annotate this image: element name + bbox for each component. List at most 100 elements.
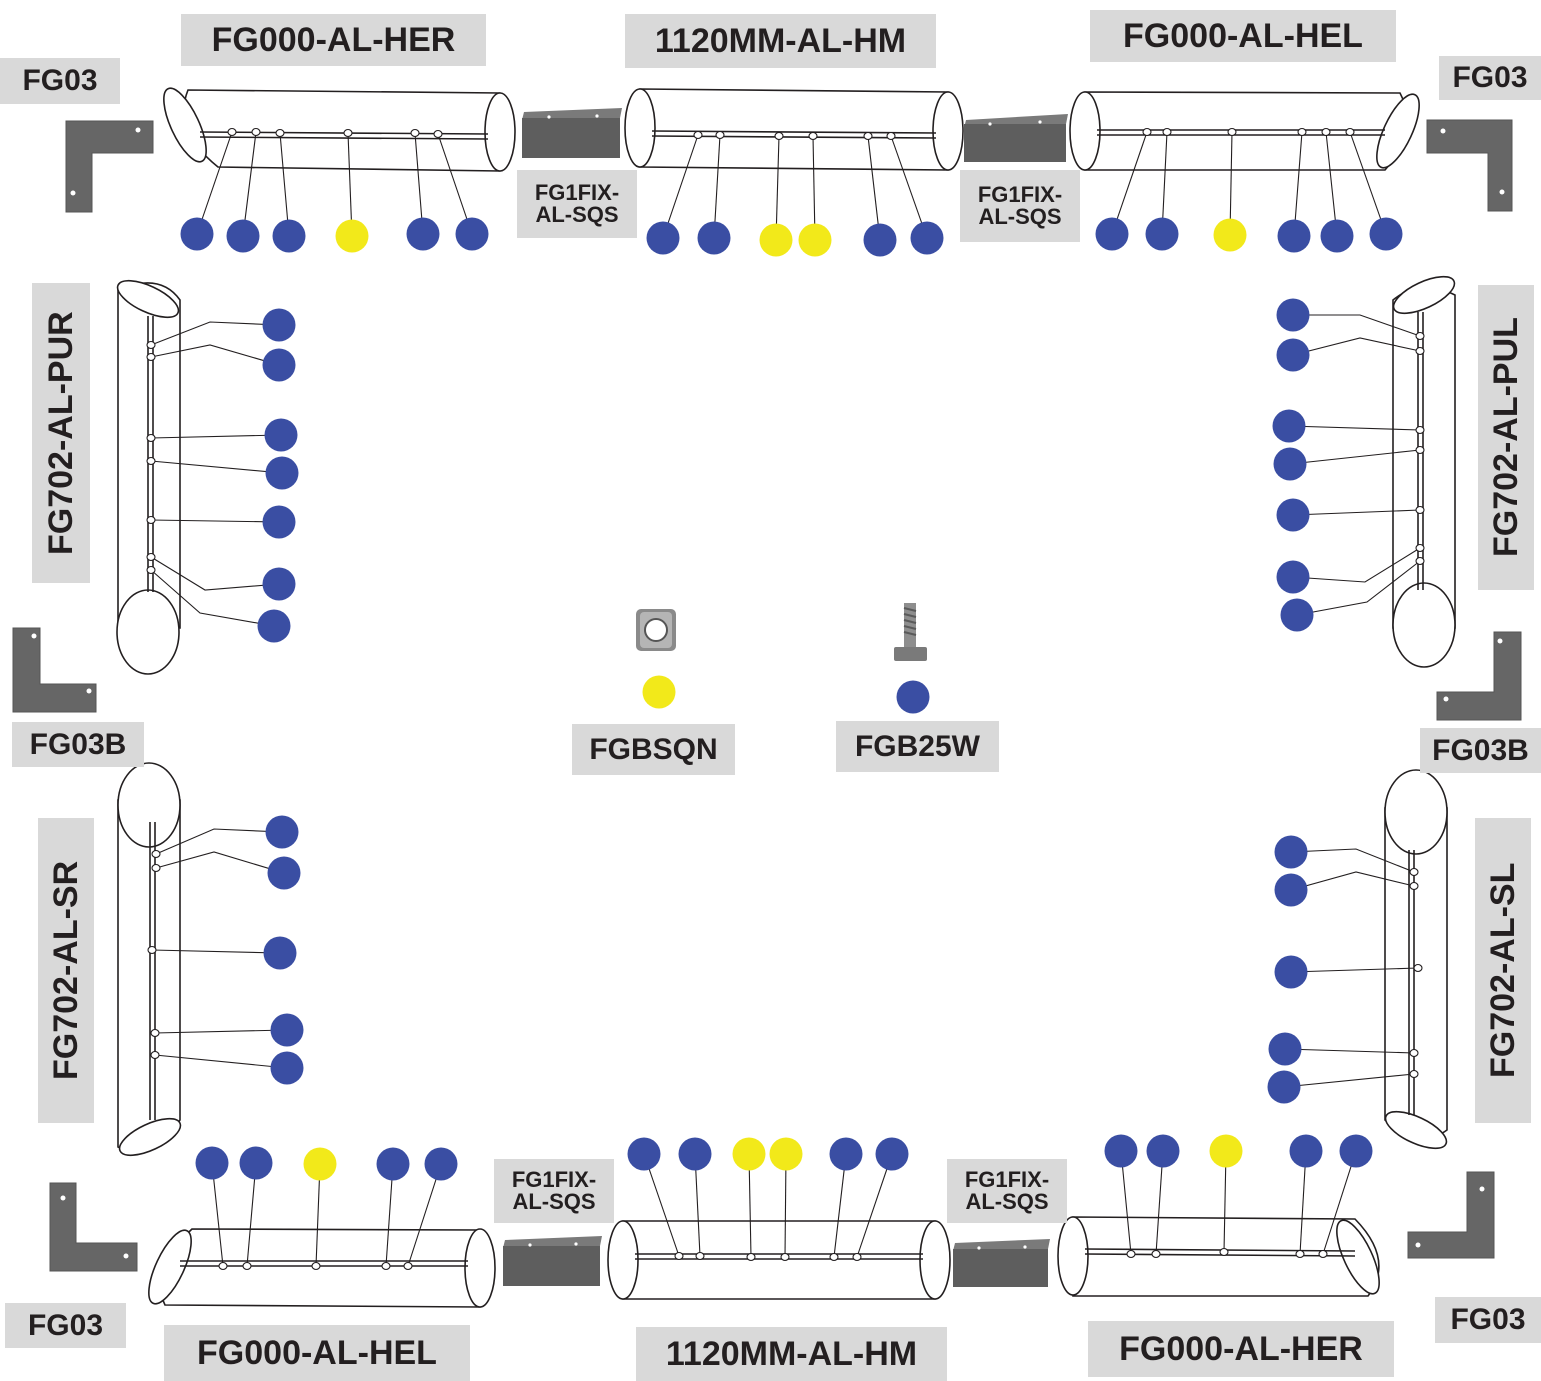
leader-line [150, 321, 280, 346]
label-top-left-rail: FG000-AL-HER [181, 14, 486, 66]
bolt-marker [910, 221, 944, 255]
bottom-joiner-right [953, 1239, 1050, 1287]
bolt-hole [1415, 425, 1425, 435]
bolt-marker [1274, 835, 1308, 869]
leader-line [150, 434, 282, 439]
corner-bracket-tl [65, 120, 154, 213]
bolt-hole [715, 130, 725, 140]
fixing-callouts [146, 127, 1425, 1271]
leader-line [155, 828, 283, 855]
bolt-hole [1151, 1249, 1161, 1259]
bolt-marker [270, 1013, 304, 1047]
leader-line [437, 133, 473, 235]
bolt-marker [265, 815, 299, 849]
bolt-hole [311, 1261, 321, 1271]
label-right-upright: FG702-AL-PUL [1478, 285, 1534, 590]
bolt-marker [1276, 560, 1310, 594]
leader-line [890, 135, 928, 239]
bolt-hole [1162, 127, 1172, 137]
bolt-hole [146, 340, 156, 350]
bolt-hole [1409, 1048, 1419, 1058]
bolt-marker [267, 856, 301, 890]
bolt-hole [403, 1261, 413, 1271]
bolt-marker [1146, 1134, 1180, 1168]
square-nut-marker [759, 223, 793, 257]
bolt-hole [343, 128, 353, 138]
bolt-hole [693, 130, 703, 140]
leader-line [1290, 848, 1415, 873]
bolt-hole [1409, 1069, 1419, 1079]
leader-line [1322, 1150, 1357, 1255]
bolt-marker [1280, 598, 1314, 632]
bolt-hole [251, 127, 261, 137]
bolt-hole [1142, 127, 1152, 137]
leader-line [833, 1153, 847, 1258]
bolt-hole [242, 1261, 252, 1271]
label-top-mid-rail: 1120MM-AL-HM [625, 14, 936, 68]
bolt-hole [1415, 346, 1425, 356]
leader-line [694, 1153, 701, 1257]
bolt-hole [146, 565, 156, 575]
leader-line [1223, 1150, 1227, 1253]
top-joiner-right [964, 114, 1068, 162]
label-top-joiner-right: FG1FIX- AL-SQS [960, 170, 1080, 242]
bolt-hole [1409, 881, 1419, 891]
bolt-marker [697, 221, 731, 255]
label-top-right-rail: FG000-AL-HEL [1090, 10, 1396, 62]
label-bottom-right-rail: FG000-AL-HER [1088, 1321, 1394, 1377]
bolt-hole [1321, 127, 1331, 137]
bolt-marker [195, 1146, 229, 1180]
leader-line [812, 135, 816, 241]
bolt-hole [151, 849, 161, 859]
leader-line [748, 1153, 752, 1258]
bolt-marker [896, 680, 930, 714]
leader-line [246, 1162, 257, 1267]
leader-line [1229, 131, 1233, 236]
bolt-marker [646, 221, 680, 255]
bolt-marker [1369, 217, 1403, 251]
bottom-mid-rail [607, 1220, 951, 1300]
bottom-right-rail [1057, 1216, 1380, 1297]
bolt-marker [1276, 338, 1310, 372]
bolt-marker [1095, 217, 1129, 251]
leader-line [414, 132, 424, 235]
label-corner-bl: FG03 [5, 1303, 126, 1348]
leader-line [643, 1153, 680, 1257]
bolt-marker [262, 567, 296, 601]
bolt-hole [829, 1252, 839, 1262]
left-side-rail [117, 762, 182, 1157]
bolt-hole [1415, 543, 1425, 553]
label-corner-tr: FG03 [1439, 56, 1541, 100]
bolt-hole [780, 1252, 790, 1262]
bolt-marker [226, 219, 260, 253]
bolt-hole [146, 433, 156, 443]
leader-line [867, 135, 881, 241]
leader-line [242, 131, 257, 237]
square-nut-marker [335, 219, 369, 253]
bolt-marker [1276, 298, 1310, 332]
square-nut-marker [798, 223, 832, 257]
bottom-left-rail [148, 1228, 496, 1308]
bolt-marker [1339, 1134, 1373, 1168]
corner-bracket-tr [1426, 119, 1513, 212]
leader-line [1120, 1150, 1132, 1255]
bolt-marker [262, 348, 296, 382]
top-mid-rail [624, 88, 964, 171]
leader-line [1155, 1150, 1164, 1255]
bolt-marker [829, 1137, 863, 1171]
bolt-marker [262, 308, 296, 342]
square-nut-icon [636, 609, 676, 651]
leader-line [347, 132, 353, 237]
leader-line [150, 556, 280, 591]
corner-bracket-br [1407, 1171, 1495, 1259]
corner-bracket-bl [49, 1182, 138, 1272]
bolt-marker [180, 217, 214, 251]
bolt-hole [1318, 1249, 1328, 1259]
bolt-hole [1415, 445, 1425, 455]
bolt-hole [808, 131, 818, 141]
bolt-hole [275, 128, 285, 138]
label-corner-ml: FG03B [12, 722, 144, 767]
bolt-marker [406, 217, 440, 251]
bolt-marker [875, 1137, 909, 1171]
